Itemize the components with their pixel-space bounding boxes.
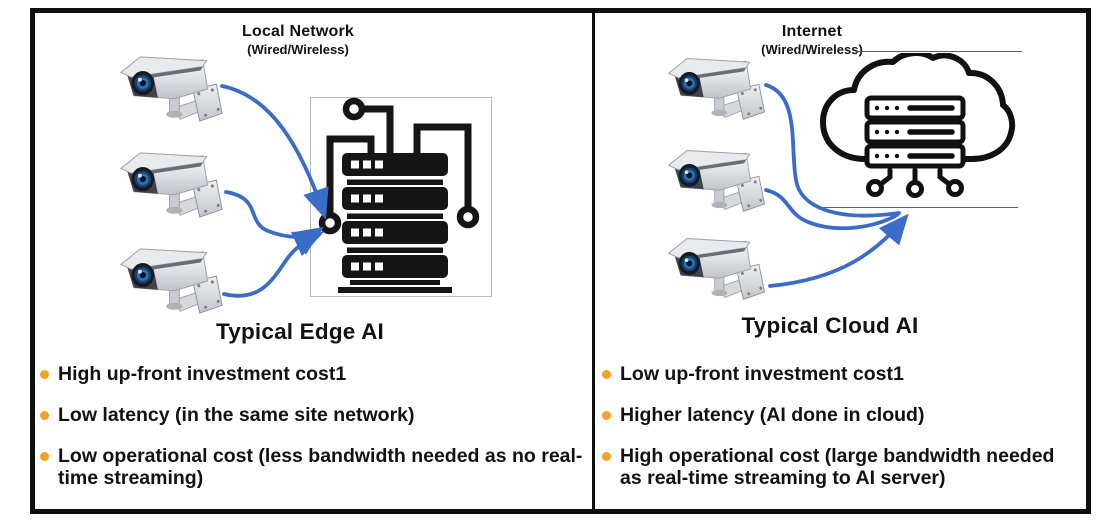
bullet-dot-icon — [602, 411, 611, 421]
panel-divider — [592, 8, 595, 514]
bullet-text: Higher latency (AI done in cloud) — [620, 404, 925, 427]
right-heading: Typical Cloud AI — [741, 313, 919, 338]
edge-server-icon — [310, 97, 492, 297]
bullet-dot-icon — [40, 370, 49, 379]
list-item: High up-front investment cost1 — [40, 363, 590, 385]
cctv-camera-icon — [116, 146, 228, 222]
left-network-label: Local Network — [242, 23, 354, 40]
bullet-text: Low up-front investment cost1 — [620, 363, 904, 385]
list-item: Higher latency (AI done in cloud) — [602, 404, 1080, 426]
right-bullet-list: Low up-front investment cost1 Higher lat… — [602, 363, 1080, 508]
list-item: Low latency (in the same site network) — [40, 404, 590, 426]
top-rule — [856, 51, 1022, 52]
list-item: Low operational cost (less bandwidth nee… — [40, 445, 590, 489]
bullet-dot-icon — [602, 452, 611, 462]
right-network-label: Internet — [781, 23, 843, 40]
right-network-sublabel: (Wired/Wireless) — [761, 42, 863, 57]
bullet-text: High operational cost (large bandwidth n… — [620, 445, 1055, 490]
cctv-camera-icon — [116, 242, 228, 318]
left-bullet-list: High up-front investment cost1 Low laten… — [40, 363, 590, 508]
bullet-dot-icon — [40, 452, 49, 462]
cctv-camera-icon — [116, 50, 228, 126]
bullet-text: Low operational cost (less bandwidth nee… — [58, 445, 583, 490]
list-item: High operational cost (large bandwidth n… — [602, 445, 1080, 489]
cctv-camera-icon — [664, 232, 770, 304]
left-network-sublabel: (Wired/Wireless) — [247, 42, 349, 57]
cctv-camera-icon — [664, 52, 770, 124]
bullet-dot-icon — [602, 370, 611, 379]
bullet-text: Low latency (in the same site network) — [58, 404, 415, 427]
cctv-camera-icon — [664, 144, 770, 216]
left-heading: Typical Edge AI — [215, 319, 385, 344]
bottom-rule — [822, 207, 1018, 208]
list-item: Low up-front investment cost1 — [602, 363, 1080, 385]
bullet-dot-icon — [40, 411, 49, 421]
bullet-text: High up-front investment cost1 — [58, 363, 347, 385]
cloud-server-icon — [820, 53, 1016, 198]
